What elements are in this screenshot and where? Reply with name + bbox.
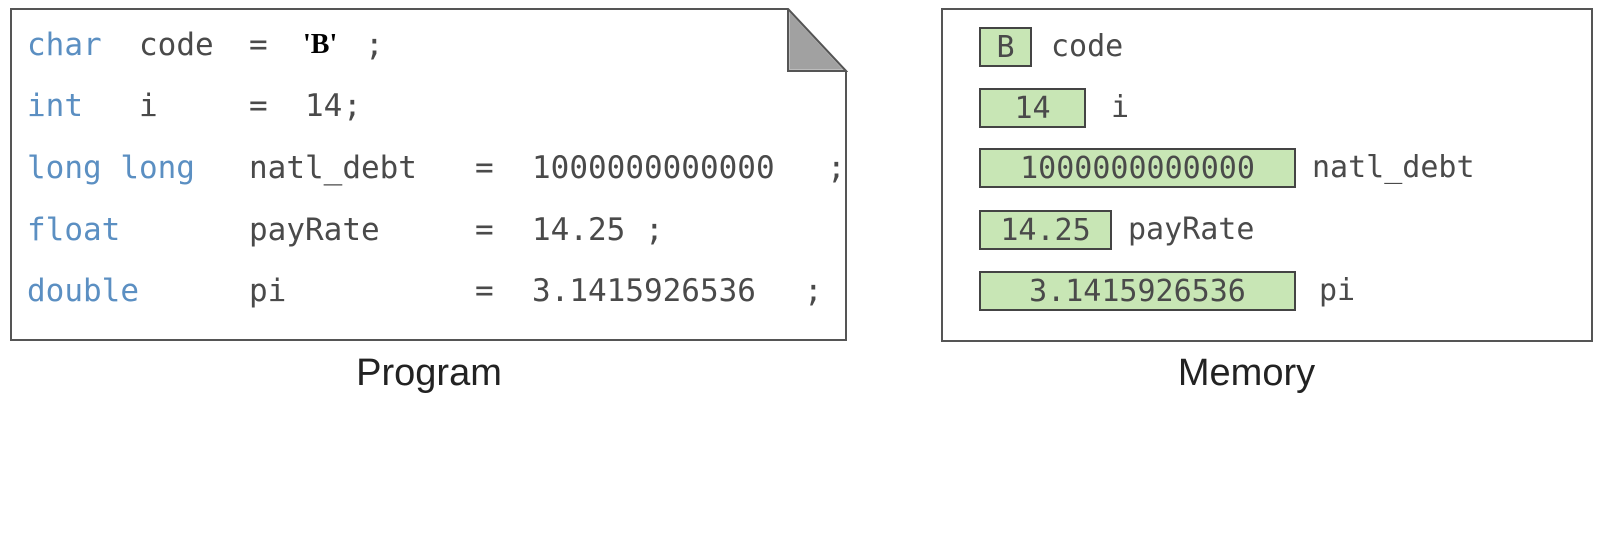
variable-name: code xyxy=(139,27,214,63)
semicolon: ; xyxy=(827,150,846,186)
dog-eared-page-frame xyxy=(10,8,848,341)
assign-operator: = xyxy=(249,27,268,63)
memory-caption: Memory xyxy=(1177,352,1316,394)
type-keyword: float xyxy=(27,212,121,248)
value-literal: 3.1415926536 xyxy=(532,273,756,309)
type-keyword: double xyxy=(27,273,139,309)
memory-value-box: 3.1415926536 xyxy=(979,271,1296,311)
type-keyword: char xyxy=(27,27,102,63)
program-panel: char code = 'B' ; int i = 14 ; long long… xyxy=(10,8,848,342)
char-literal: 'B' xyxy=(303,29,338,60)
memory-value-box: 14.25 xyxy=(979,210,1112,250)
variable-name: i xyxy=(139,88,158,124)
assign-operator: = xyxy=(475,212,494,248)
memory-value-box: B xyxy=(979,27,1032,67)
variable-name: payRate xyxy=(249,212,380,248)
memory-variable-label: natl_debt xyxy=(1312,150,1475,185)
variable-name: natl_debt xyxy=(249,150,417,186)
code-line-pi: double pi = 3.1415926536 ; xyxy=(27,271,847,311)
code-line-payrate: float payRate = 14.25 ; xyxy=(27,210,847,250)
value-literal: 14.25 xyxy=(532,212,626,248)
semicolon: ; xyxy=(343,88,362,124)
memory-value-box: 14 xyxy=(979,88,1086,128)
memory-variable-label: pi xyxy=(1319,273,1356,308)
variable-name: pi xyxy=(249,273,287,309)
assign-operator: = xyxy=(475,150,494,186)
type-keyword: long long xyxy=(27,150,195,186)
value-literal: 1000000000000 xyxy=(532,150,775,186)
assign-operator: = xyxy=(249,88,268,124)
code-line-code: char code = 'B' ; xyxy=(27,25,847,65)
memory-variable-label: code xyxy=(1051,29,1124,64)
semicolon: ; xyxy=(804,273,823,309)
program-caption: Program xyxy=(356,352,502,394)
semicolon: ; xyxy=(645,212,664,248)
code-line-natl-debt: long long natl_debt = 1000000000000 ; xyxy=(27,148,847,188)
memory-variable-label: payRate xyxy=(1128,212,1255,247)
assign-operator: = xyxy=(475,273,494,309)
memory-variable-label: i xyxy=(1111,90,1130,125)
memory-panel: B code 14 i 1000000000000 natl_debt 14.2… xyxy=(941,8,1593,342)
value-literal: 14 xyxy=(305,88,343,124)
type-keyword: int xyxy=(27,88,83,124)
semicolon: ; xyxy=(365,27,384,63)
memory-value-box: 1000000000000 xyxy=(979,148,1296,188)
code-line-i: int i = 14 ; xyxy=(27,86,847,126)
